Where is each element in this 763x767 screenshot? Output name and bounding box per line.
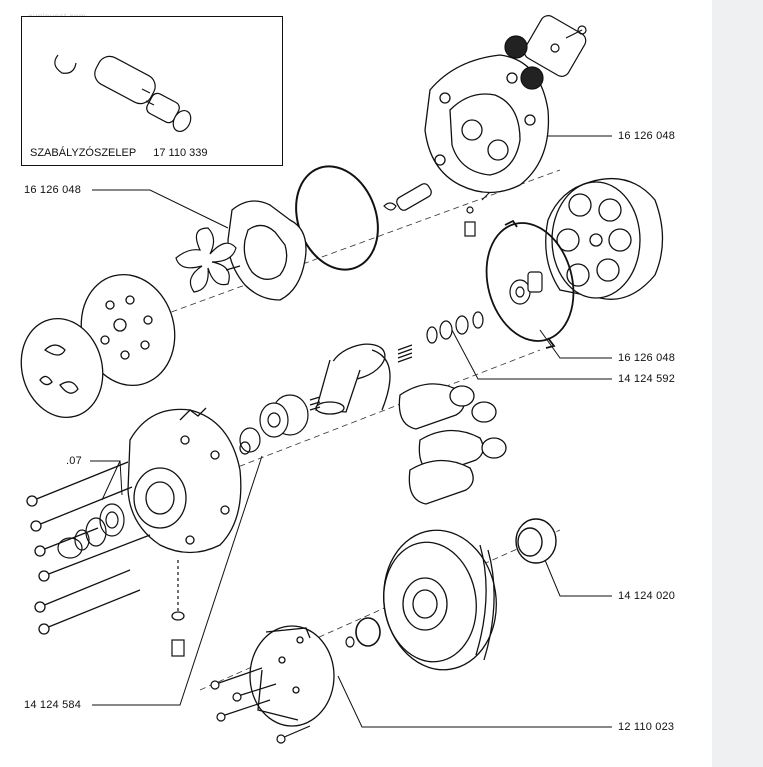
drive-shaft [309,343,391,415]
inset-caption-number: 17 110 339 [153,147,208,159]
label-ring-set: 14 124 592 [618,373,676,385]
through-bolts [26,461,151,635]
gasket-right [485,219,575,349]
front-housing [127,407,242,554]
pulley [383,529,497,671]
gasket-left [227,200,307,301]
cylinder-block [545,178,664,300]
clutch-bolts [210,667,311,744]
inset-caption-name: SZABÁLYZÓSZELEP [30,147,137,159]
rear-head [424,54,550,194]
right-margin-band [712,0,763,767]
shaft-rings [397,311,484,363]
label-bearing-right: 14 124 020 [618,590,676,602]
inset-caption: SZABÁLYZÓSZELEP 17 110 339 [30,147,221,159]
front-seals [57,503,125,559]
clutch-hub [249,625,335,727]
service-ports [504,15,587,90]
label-bearing-left: 14 124 584 [24,699,82,711]
snap-ring [355,617,381,647]
label-clutch: 12 110 023 [618,721,675,733]
label-gasket-left: 16 126 048 [24,184,82,196]
label-gasket-top-right: 16 126 048 [618,130,676,142]
pistons [398,383,507,505]
label-gasket-right: 16 126 048 [618,352,676,364]
control-valve-inset: SZABÁLYZÓSZELEP 17 110 339 [21,16,283,166]
drain-plug [171,560,185,657]
reed-valve-star [175,227,241,293]
control-valve-small [383,183,476,237]
control-valve-illustration [54,54,192,133]
thrust-washer [509,271,543,305]
valve-plate-outer [20,317,104,419]
thrust-bearing [239,394,309,455]
pulley-bearing [515,518,557,564]
label-dot07: .07 [66,455,82,467]
small-shim [345,636,355,648]
